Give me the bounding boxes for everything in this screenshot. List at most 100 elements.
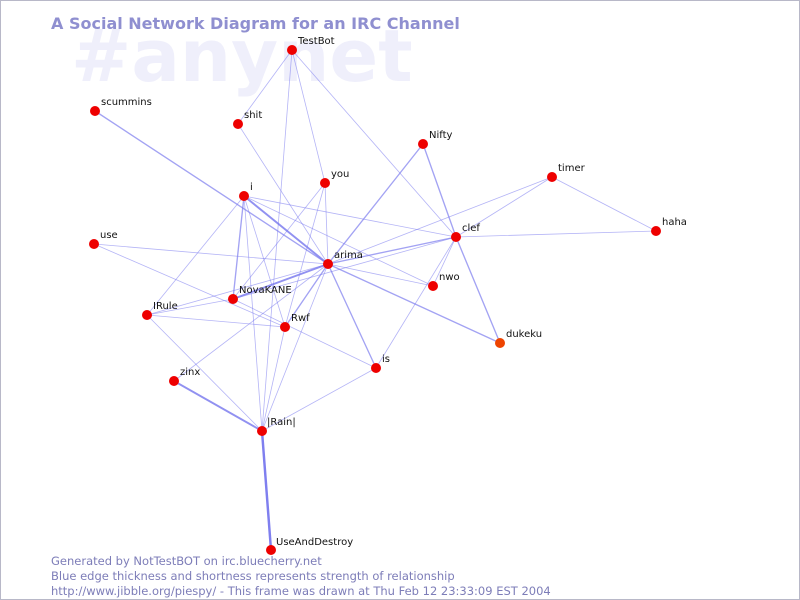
node-timer: timer xyxy=(547,163,586,182)
node-dot-i xyxy=(239,191,249,201)
footer-url-timestamp: http://www.jibble.org/piespy/ - This fra… xyxy=(51,584,551,598)
edge-you-arima xyxy=(324,182,329,265)
node-i: i xyxy=(239,182,253,201)
edge-i-irule xyxy=(146,195,245,316)
node-label-shit: shit xyxy=(244,110,262,121)
edge-testbot-you xyxy=(291,49,326,184)
node-novakane: NovaKANE xyxy=(228,285,292,304)
node-label-nwo: nwo xyxy=(439,272,460,283)
node-label-haha: haha xyxy=(662,217,687,228)
node-label-you: you xyxy=(331,169,349,180)
edge-arima-rwf xyxy=(284,263,329,328)
node-rain: |Rain| xyxy=(257,417,296,436)
node-dot-rain xyxy=(257,426,267,436)
edge-is-rain xyxy=(261,367,377,432)
edge-i-novakane xyxy=(232,195,245,300)
edge-clef-haha xyxy=(455,230,657,238)
node-label-irule: IRule xyxy=(153,301,178,312)
node-dot-you xyxy=(320,178,330,188)
node-dot-scummins xyxy=(90,106,100,116)
edge-clef-nwo xyxy=(432,236,457,287)
edge-testbot-shit xyxy=(237,49,293,125)
edge-i-rwf xyxy=(243,195,286,328)
node-nifty: Nifty xyxy=(418,130,453,149)
edge-clef-timer xyxy=(455,176,553,238)
edge-zinx-rain xyxy=(173,380,263,432)
node-arima: arima xyxy=(323,250,363,269)
edge-clef-arima xyxy=(327,236,457,265)
edge-arima-is xyxy=(327,263,377,369)
node-label-scummins: scummins xyxy=(101,97,152,108)
edge-irule-rain xyxy=(146,314,263,432)
node-useanddestroy: UseAndDestroy xyxy=(266,537,353,555)
edge-testbot-clef xyxy=(291,49,457,238)
node-label-is: is xyxy=(382,354,390,365)
node-label-arima: arima xyxy=(334,250,363,261)
node-use: use xyxy=(89,230,118,249)
node-shit: shit xyxy=(233,110,262,129)
node-dot-arima xyxy=(323,259,333,269)
node-label-use: use xyxy=(100,230,118,241)
node-label-clef: clef xyxy=(462,223,480,234)
edge-arima-rain xyxy=(261,263,329,432)
edge-shit-arima xyxy=(237,123,329,265)
node-dukeku: dukeku xyxy=(495,329,542,348)
diagram-title: A Social Network Diagram for an IRC Chan… xyxy=(51,14,460,33)
node-you: you xyxy=(320,169,349,188)
node-dot-zinx xyxy=(169,376,179,386)
node-dot-haha xyxy=(651,226,661,236)
edge-use-arima xyxy=(93,243,329,265)
node-irule: IRule xyxy=(142,301,178,320)
edge-i-clef xyxy=(243,195,457,238)
node-label-novakane: NovaKANE xyxy=(239,285,292,296)
node-dot-rwf xyxy=(280,322,290,332)
node-haha: haha xyxy=(651,217,687,236)
node-nwo: nwo xyxy=(428,272,460,291)
edge-nifty-arima xyxy=(327,143,424,265)
edge-i-nwo xyxy=(243,195,434,287)
edge-arima-novakane xyxy=(232,263,329,300)
edge-clef-novakane xyxy=(232,236,457,300)
edge-arima-zinx xyxy=(173,263,329,382)
node-label-nifty: Nifty xyxy=(429,130,453,141)
edge-irule-rwf xyxy=(146,314,286,328)
node-label-testbot: TestBot xyxy=(297,36,335,47)
node-dot-useanddestroy xyxy=(266,545,276,555)
node-rwf: Rwf xyxy=(280,313,310,332)
edge-testbot-rain xyxy=(261,49,293,432)
edge-layer xyxy=(93,49,657,552)
edge-arima-irule xyxy=(146,263,329,316)
node-testbot: TestBot xyxy=(287,36,335,55)
edge-clef-is xyxy=(375,236,457,369)
node-dot-novakane xyxy=(228,294,238,304)
node-dot-clef xyxy=(451,232,461,242)
node-dot-use xyxy=(89,239,99,249)
node-label-i: i xyxy=(250,182,253,193)
edge-novakane-irule xyxy=(146,298,234,316)
node-label-zinx: zinx xyxy=(180,367,200,378)
node-scummins: scummins xyxy=(90,97,152,116)
edge-rain-useanddestroy xyxy=(260,429,273,552)
edge-i-arima xyxy=(243,195,329,265)
node-label-useanddestroy: UseAndDestroy xyxy=(276,537,353,548)
channel-watermark: #anynet xyxy=(71,14,413,98)
node-dot-irule xyxy=(142,310,152,320)
node-is: is xyxy=(371,354,390,373)
node-label-rwf: Rwf xyxy=(291,313,310,324)
edge-timer-arima xyxy=(327,176,553,265)
edge-you-rwf xyxy=(284,182,326,328)
footer-generated-by: Generated by NotTestBOT on irc.bluecherr… xyxy=(51,554,322,568)
node-clef: clef xyxy=(451,223,480,242)
edge-rwf-rain xyxy=(261,326,286,432)
edge-nifty-clef xyxy=(422,143,457,238)
node-label-rain: |Rain| xyxy=(267,417,296,428)
footer-edge-legend: Blue edge thickness and shortness repres… xyxy=(51,569,455,583)
node-dot-is xyxy=(371,363,381,373)
node-dot-nifty xyxy=(418,139,428,149)
edge-timer-haha xyxy=(551,176,657,232)
edge-novakane-is xyxy=(232,298,377,369)
edge-use-rwf xyxy=(93,243,286,328)
edge-scummins-arima xyxy=(94,110,329,265)
node-label-timer: timer xyxy=(558,163,586,174)
